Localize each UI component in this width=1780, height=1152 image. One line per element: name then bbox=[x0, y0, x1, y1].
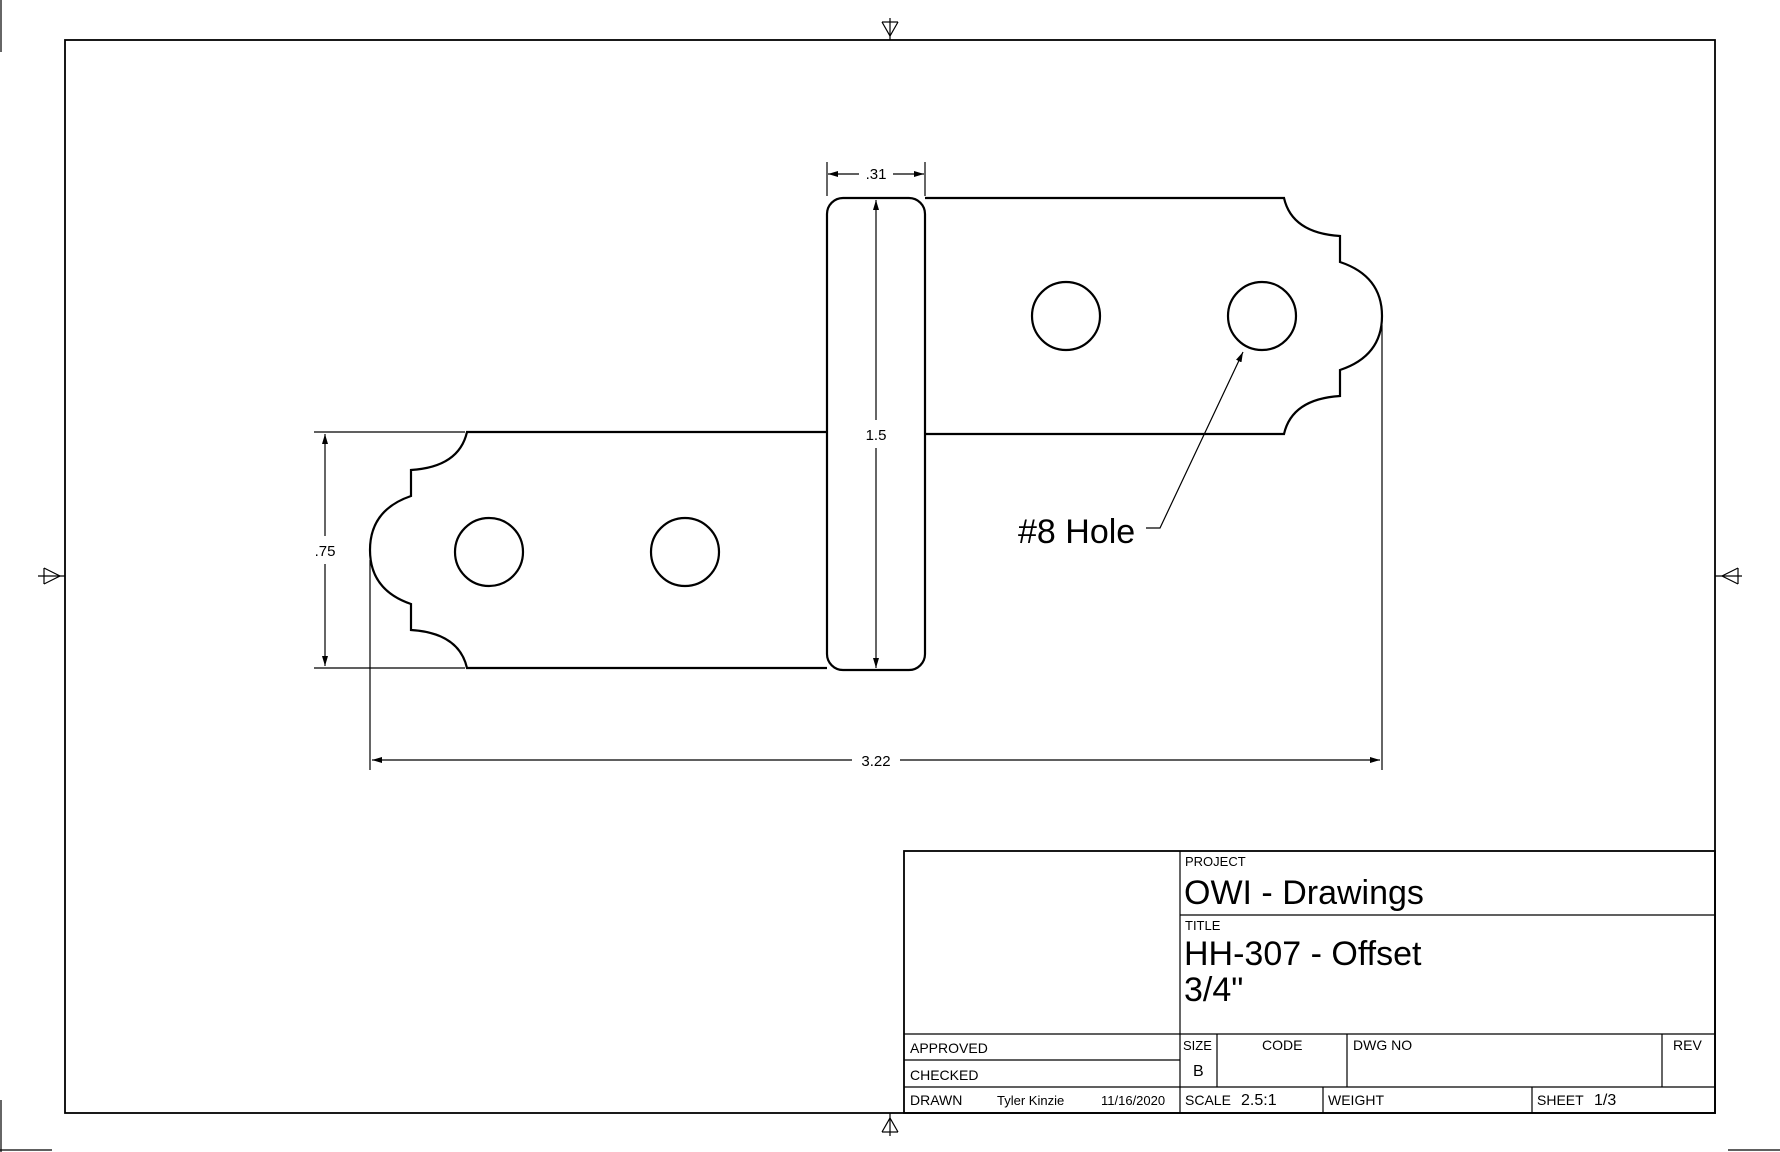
dimension-leaf-width: .75 bbox=[314, 431, 465, 669]
title-label: TITLE bbox=[1185, 918, 1221, 933]
title-block: PROJECT OWI - Drawings TITLE HH-307 - Of… bbox=[903, 850, 1716, 1114]
dim-leaf-width-label: .75 bbox=[315, 543, 336, 560]
project-label: PROJECT bbox=[1185, 854, 1246, 869]
center-mark-bottom bbox=[881, 1113, 899, 1136]
hole-left-1 bbox=[453, 516, 525, 588]
rev-label: REV bbox=[1673, 1037, 1702, 1053]
dim-pin-width-label: .31 bbox=[866, 166, 887, 183]
center-mark-right bbox=[1715, 567, 1742, 585]
hinge-knuckle bbox=[825, 196, 927, 672]
dimension-pin-width: .31 bbox=[826, 162, 926, 196]
drawn-label: DRAWN bbox=[910, 1092, 962, 1108]
hole-callout-label: #8 Hole bbox=[1018, 513, 1135, 551]
sheet-value: 1/3 bbox=[1594, 1092, 1616, 1109]
center-mark-top bbox=[881, 18, 899, 40]
size-value: B bbox=[1193, 1063, 1204, 1080]
center-mark-left bbox=[38, 567, 65, 585]
checked-label: CHECKED bbox=[910, 1067, 978, 1083]
scale-value: 2.5:1 bbox=[1241, 1092, 1277, 1109]
dim-overall-length-label: 3.22 bbox=[861, 753, 890, 770]
hole-left-2 bbox=[649, 516, 721, 588]
title-value-line1: HH-307 - Offset bbox=[1184, 935, 1422, 973]
hole-callout: #8 Hole bbox=[1018, 351, 1244, 551]
project-value: OWI - Drawings bbox=[1184, 874, 1424, 912]
drawn-date-value: 11/16/2020 bbox=[1101, 1093, 1165, 1108]
weight-label: WEIGHT bbox=[1328, 1092, 1384, 1108]
drawn-by-value: Tyler Kinzie bbox=[997, 1093, 1064, 1108]
dwg-no-label: DWG NO bbox=[1353, 1037, 1412, 1053]
scale-label: SCALE bbox=[1185, 1092, 1231, 1108]
right-leaf-outline bbox=[925, 196, 1384, 436]
left-leaf-outline bbox=[368, 430, 827, 670]
sheet-label: SHEET bbox=[1537, 1092, 1584, 1108]
hole-right-1 bbox=[1030, 280, 1102, 352]
size-label: SIZE bbox=[1183, 1038, 1212, 1053]
approved-label: APPROVED bbox=[910, 1040, 988, 1056]
title-value-line2: 3/4" bbox=[1184, 971, 1243, 1009]
dim-pin-length-label: 1.5 bbox=[866, 427, 887, 444]
hole-right-2 bbox=[1226, 280, 1298, 352]
dimension-overall-length: 3.22 bbox=[369, 325, 1383, 770]
dimension-pin-length: 1.5 bbox=[866, 200, 887, 668]
code-label: CODE bbox=[1262, 1037, 1302, 1053]
